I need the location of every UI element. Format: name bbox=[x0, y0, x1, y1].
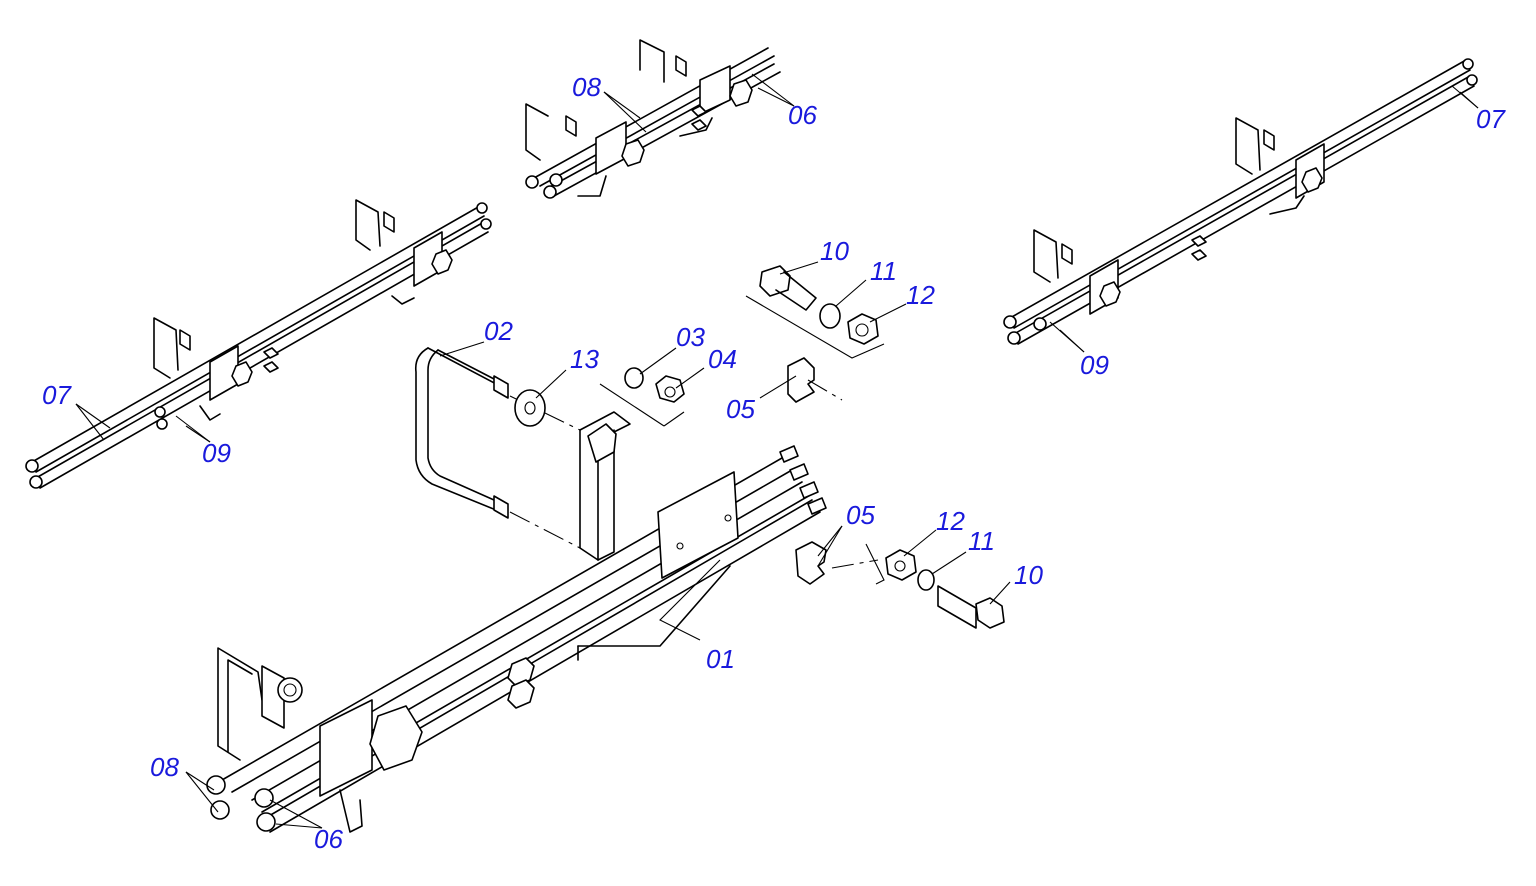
left-assembly bbox=[25, 199, 492, 489]
main-frame-assembly bbox=[206, 445, 827, 833]
callout-06-bottom: 06 bbox=[314, 824, 343, 854]
callout-10-lower: 10 bbox=[1014, 560, 1043, 590]
callout-labels: 01 02 13 03 04 05 10 11 12 05 12 11 10 0… bbox=[42, 72, 1506, 854]
callout-07-left: 07 bbox=[42, 380, 72, 410]
callout-08-top: 08 bbox=[572, 72, 601, 102]
callout-01: 01 bbox=[706, 644, 735, 674]
mounting-post-group bbox=[414, 347, 685, 561]
top-assembly bbox=[525, 39, 781, 199]
callout-09-left: 09 bbox=[202, 438, 231, 468]
callout-09-right: 09 bbox=[1080, 350, 1109, 380]
callout-12-upper: 12 bbox=[906, 280, 935, 310]
right-assembly bbox=[1003, 58, 1478, 345]
callout-03: 03 bbox=[676, 322, 705, 352]
callout-07-right: 07 bbox=[1476, 104, 1506, 134]
leader-lines bbox=[75, 73, 1479, 829]
callout-13: 13 bbox=[570, 344, 599, 374]
callout-04: 04 bbox=[708, 344, 737, 374]
callout-05-lower: 05 bbox=[846, 500, 875, 530]
callout-10-upper: 10 bbox=[820, 236, 849, 266]
callout-05-upper: 05 bbox=[726, 394, 755, 424]
callout-11-lower: 11 bbox=[968, 526, 995, 556]
callout-08-bottom: 08 bbox=[150, 752, 179, 782]
callout-12-lower: 12 bbox=[936, 506, 965, 536]
callout-06-top: 06 bbox=[788, 100, 817, 130]
upper-clamp-group bbox=[745, 265, 885, 403]
callout-11-upper: 11 bbox=[870, 256, 897, 286]
callout-02: 02 bbox=[484, 316, 513, 346]
